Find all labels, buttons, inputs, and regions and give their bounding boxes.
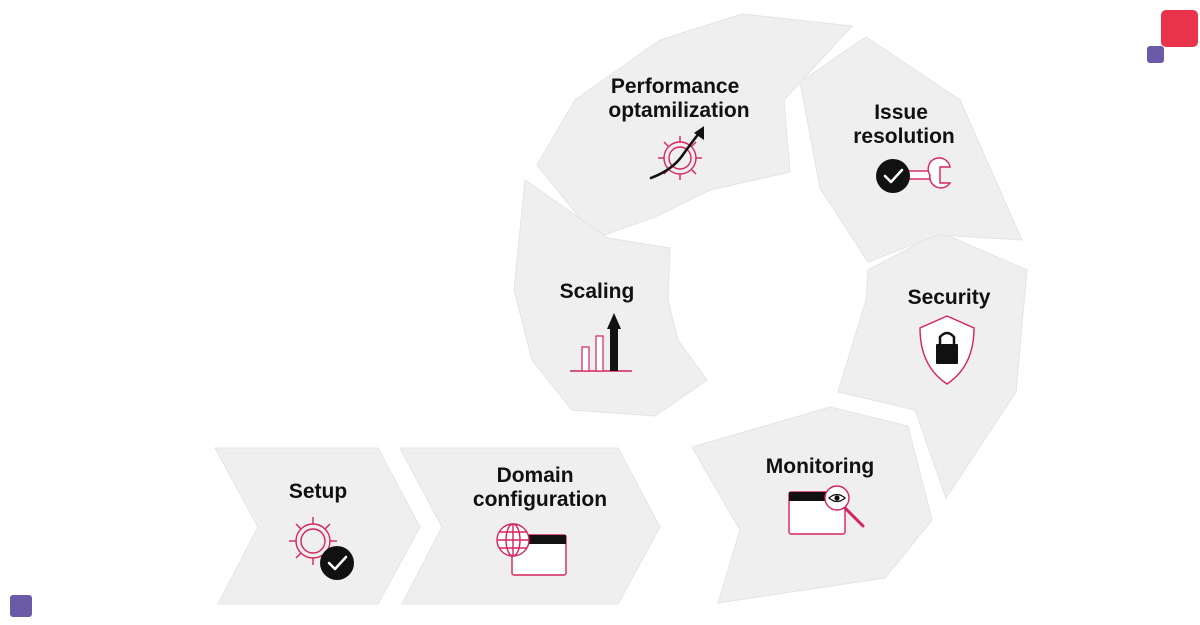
corner-square-red bbox=[1161, 10, 1198, 47]
check-wrench-icon bbox=[876, 157, 952, 193]
corner-square-purple-small bbox=[1147, 46, 1164, 63]
gear-trend-arrow-icon bbox=[649, 126, 704, 180]
step-security: Security bbox=[837, 231, 1028, 500]
step-domain-configuration: Domain configuration bbox=[399, 447, 661, 605]
corner-square-purple bbox=[10, 595, 32, 617]
shield-lock-icon bbox=[919, 315, 975, 385]
step-scaling: Scaling bbox=[513, 179, 708, 417]
step-scaling-label: Scaling bbox=[560, 280, 635, 303]
step-monitoring: Monitoring bbox=[691, 406, 933, 604]
globe-browser-icon bbox=[496, 523, 567, 576]
step-security-label: Security bbox=[908, 286, 991, 309]
step-performance-optimization: Performance optamilization bbox=[536, 13, 854, 239]
step-setup: Setup bbox=[214, 447, 421, 605]
segment-setup bbox=[214, 447, 421, 605]
segment-performance-optimization bbox=[536, 13, 854, 239]
segment-scaling bbox=[513, 179, 708, 417]
browser-magnifier-eye-icon bbox=[788, 485, 865, 535]
step-issue-resolution-label: Issue resolution bbox=[853, 101, 955, 148]
bar-chart-up-arrow-icon bbox=[570, 313, 632, 372]
gear-check-icon bbox=[289, 517, 354, 580]
step-monitoring-label: Monitoring bbox=[766, 455, 874, 478]
step-setup-label: Setup bbox=[289, 480, 347, 503]
step-domain-configuration-label: Domain configuration bbox=[473, 464, 607, 511]
segment-domain-configuration bbox=[399, 447, 661, 605]
step-issue-resolution: Issue resolution bbox=[799, 36, 1023, 263]
segment-issue-resolution bbox=[799, 36, 1023, 263]
step-performance-optimization-label: Performance optamilization bbox=[608, 75, 749, 122]
